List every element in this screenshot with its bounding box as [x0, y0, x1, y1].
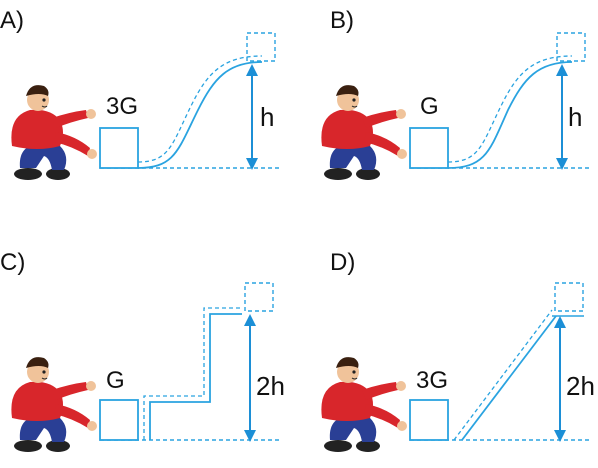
height-label: h [568, 102, 582, 132]
ramp-track-dashed [453, 309, 553, 441]
height-label: 2h [256, 371, 285, 401]
step-track-dashed [143, 307, 242, 440]
box [409, 127, 449, 169]
panel-a: A) h 3G [0, 7, 282, 181]
box-top-dashed [246, 32, 276, 62]
step-track [149, 313, 242, 440]
option-label: B) [330, 7, 354, 34]
height-label: h [260, 102, 274, 132]
worker-icon [10, 356, 98, 453]
curved-track [447, 61, 573, 169]
box-top-dashed [554, 282, 584, 312]
box [99, 127, 139, 169]
curved-track-dashed [137, 55, 263, 163]
weight-label: 3G [416, 367, 448, 394]
option-label: C) [0, 249, 25, 276]
ramp-track [461, 315, 557, 441]
option-label: A) [0, 7, 24, 34]
weight-label: 3G [106, 93, 138, 120]
panel-d: D) 2h 3G [320, 249, 595, 453]
worker-icon [320, 84, 408, 181]
box-top-dashed [556, 32, 586, 62]
worker-icon [10, 84, 98, 181]
box-top-dashed [244, 282, 274, 312]
box [409, 399, 449, 441]
panel-b: B) h G [320, 7, 592, 181]
box [99, 399, 139, 441]
curved-track-dashed [447, 55, 573, 163]
curved-track [137, 61, 263, 169]
weight-label: G [420, 93, 439, 120]
panel-c: C) 2h G [0, 249, 285, 453]
height-label: 2h [566, 371, 595, 401]
option-label: D) [330, 249, 355, 276]
worker-icon [320, 356, 408, 453]
weight-label: G [106, 367, 125, 394]
